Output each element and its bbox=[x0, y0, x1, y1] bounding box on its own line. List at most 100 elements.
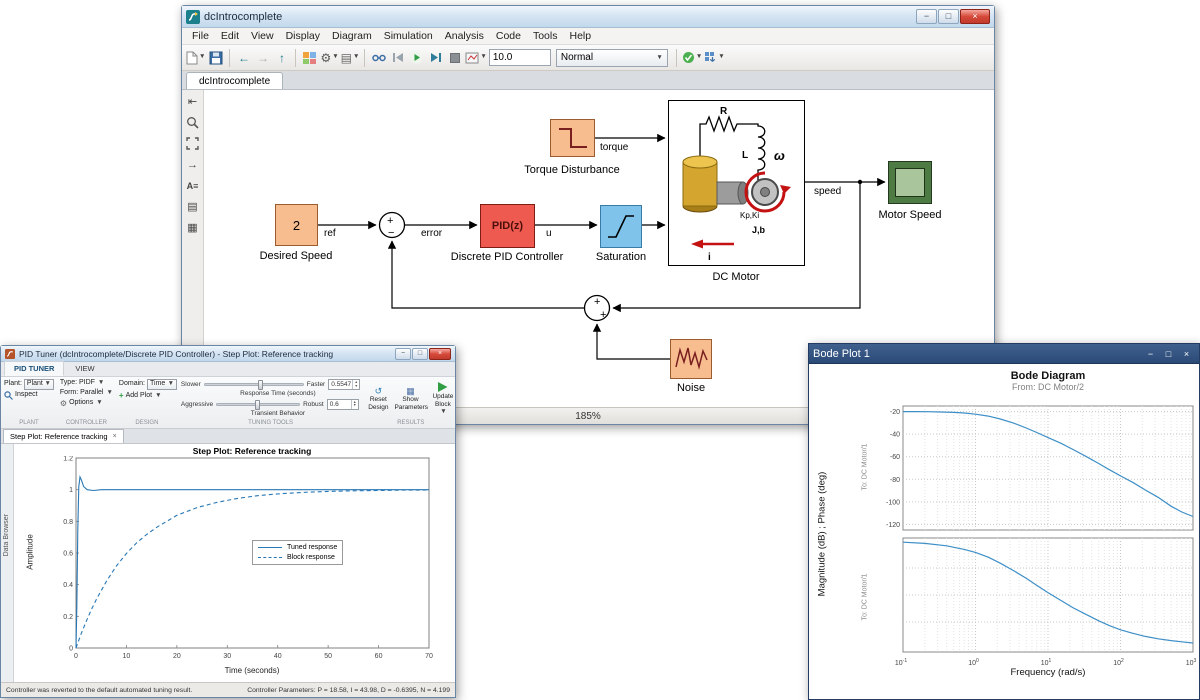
minimize-button[interactable]: − bbox=[1147, 348, 1154, 359]
menu-edit[interactable]: Edit bbox=[220, 30, 240, 42]
library-browser-icon[interactable] bbox=[301, 48, 318, 68]
wire-feedback[interactable] bbox=[387, 240, 584, 309]
pid-controller-block[interactable]: PID(z) bbox=[480, 204, 535, 248]
subsystem-icon[interactable]: ▦ bbox=[187, 222, 198, 234]
saturation-block[interactable] bbox=[600, 205, 642, 248]
tab-pid-tuner[interactable]: PID TUNER bbox=[4, 361, 65, 376]
tab-view[interactable]: VIEW bbox=[75, 364, 95, 373]
model-canvas[interactable]: + − + + 2 PID(z) R L bbox=[204, 90, 994, 407]
caret-icon: ▼ bbox=[97, 379, 105, 387]
menu-analysis[interactable]: Analysis bbox=[444, 30, 484, 42]
simulink-titlebar[interactable]: dcIntrocomplete − □ × bbox=[182, 6, 994, 28]
menu-diagram[interactable]: Diagram bbox=[332, 30, 372, 42]
menu-file[interactable]: File bbox=[192, 30, 209, 42]
sim-mode-select[interactable]: Normal▼ bbox=[555, 48, 668, 67]
simulink-toolbar: ▼ ← → ↑ ⚙▼ ▤▼ ▼ Normal▼ ▼ ▼ bbox=[182, 45, 994, 71]
pid-tuner-titlebar[interactable]: PID Tuner (dcIntrocomplete/Discrete PID … bbox=[1, 346, 455, 362]
options-button[interactable]: ⚙Options▼ bbox=[59, 398, 103, 408]
slider-thumb[interactable] bbox=[257, 380, 263, 390]
build-icon[interactable]: ▼ bbox=[704, 48, 725, 68]
add-plot-button[interactable]: +Add Plot▼ bbox=[118, 391, 162, 400]
close-button[interactable]: × bbox=[960, 9, 990, 24]
reset-design-button[interactable]: ↺Reset Design bbox=[368, 385, 389, 411]
svg-text:101: 101 bbox=[1041, 658, 1052, 666]
model-explorer-icon[interactable]: ▤▼ bbox=[340, 50, 360, 65]
desired-speed-block[interactable]: 2 bbox=[275, 204, 318, 246]
fit-view-icon[interactable] bbox=[184, 135, 202, 152]
noise-block[interactable] bbox=[670, 339, 712, 379]
menu-tools[interactable]: Tools bbox=[532, 30, 558, 42]
menu-simulation[interactable]: Simulation bbox=[383, 30, 433, 42]
sim-display-icon[interactable]: ▼ bbox=[465, 48, 487, 68]
run-icon[interactable] bbox=[408, 48, 425, 68]
wire-noise[interactable] bbox=[592, 323, 670, 360]
motor-label-omega: ω bbox=[774, 148, 785, 163]
slider-thumb[interactable] bbox=[254, 399, 260, 410]
sum-block-2[interactable] bbox=[583, 294, 611, 322]
direction-icon[interactable]: → bbox=[187, 158, 198, 171]
bode-titlebar[interactable]: Bode Plot 1 − □ × bbox=[809, 344, 1199, 364]
step-forward-icon[interactable] bbox=[427, 48, 444, 68]
step-back-icon[interactable] bbox=[389, 48, 406, 68]
minimize-button[interactable]: − bbox=[395, 347, 411, 360]
ribbon: Plant: Plant▼ Inspect PLANT Type: PIDF▼ … bbox=[1, 377, 455, 429]
response-time-slider[interactable] bbox=[203, 380, 304, 390]
close-button[interactable]: × bbox=[429, 347, 451, 360]
step-plot-legend[interactable]: Tuned response Block response bbox=[252, 540, 344, 565]
back-icon[interactable]: ← bbox=[237, 50, 250, 65]
noise-caption: Noise bbox=[676, 382, 706, 394]
wire-feedback-branch[interactable] bbox=[612, 182, 861, 313]
saturation-caption: Saturation bbox=[595, 251, 647, 263]
section-label-results: RESULTS bbox=[397, 420, 425, 426]
results-section: ↺Reset Design ▦Show Parameters Update Bl… bbox=[363, 377, 458, 428]
transient-behavior-input[interactable]: 0.6▲▼ bbox=[326, 398, 359, 410]
annotation-icon[interactable]: A≡ bbox=[186, 180, 199, 191]
step-plot-tab[interactable]: Step Plot: Reference tracking× bbox=[3, 429, 124, 443]
layers-icon[interactable]: ▤ bbox=[187, 201, 198, 213]
stop-icon[interactable] bbox=[446, 48, 463, 68]
domain-select[interactable]: Time▼ bbox=[147, 379, 177, 390]
zoom-icon[interactable] bbox=[184, 114, 202, 131]
close-button[interactable]: × bbox=[1183, 348, 1190, 359]
bode-window-title: Bode Plot 1 bbox=[813, 347, 870, 360]
motor-speed-scope-block[interactable] bbox=[888, 161, 932, 204]
update-diagram-icon[interactable]: ▼ bbox=[682, 48, 702, 68]
sim-stop-time-input[interactable] bbox=[488, 49, 551, 66]
maximize-button[interactable]: □ bbox=[412, 347, 428, 360]
form-select[interactable]: Form: Parallel▼ bbox=[59, 388, 113, 397]
simulink-app-icon bbox=[186, 9, 200, 24]
menu-help[interactable]: Help bbox=[569, 30, 592, 42]
close-tab-icon[interactable]: × bbox=[112, 433, 117, 440]
torque-disturbance-block[interactable] bbox=[550, 119, 595, 157]
spinner-icon[interactable]: ▲▼ bbox=[352, 380, 359, 389]
undock-icon[interactable]: ⇤ bbox=[187, 96, 198, 108]
model-tab[interactable]: dcIntrocomplete bbox=[186, 72, 284, 89]
model-settings-icon[interactable]: ⚙▼ bbox=[320, 50, 339, 65]
maximize-button[interactable]: □ bbox=[938, 9, 959, 24]
plant-select[interactable]: Plant▼ bbox=[23, 379, 54, 390]
new-model-icon[interactable]: ▼ bbox=[186, 48, 205, 68]
table-icon: ▦ bbox=[406, 385, 415, 396]
update-block-button[interactable]: Update Block▼ bbox=[430, 379, 455, 418]
connect-icon[interactable] bbox=[370, 48, 387, 68]
show-parameters-button[interactable]: ▦Show Parameters bbox=[394, 385, 429, 411]
forward-icon[interactable]: → bbox=[256, 50, 269, 65]
minimize-button[interactable]: − bbox=[916, 9, 937, 24]
caret-icon: ▼ bbox=[695, 53, 703, 61]
sum-block-1[interactable] bbox=[378, 211, 406, 239]
menu-display[interactable]: Display bbox=[285, 30, 321, 42]
dc-motor-block[interactable]: R L ω Kp,Ki J,b i bbox=[668, 100, 805, 266]
type-select[interactable]: Type: PIDF▼ bbox=[59, 379, 105, 387]
document-tabbar: Step Plot: Reference tracking× bbox=[1, 429, 455, 444]
data-browser-panel[interactable]: Data Browser bbox=[1, 444, 14, 682]
inspect-button[interactable]: Inspect bbox=[4, 391, 54, 400]
up-icon[interactable]: ↑ bbox=[278, 50, 285, 65]
maximize-button[interactable]: □ bbox=[1165, 348, 1172, 359]
transient-behavior-slider[interactable] bbox=[216, 399, 301, 410]
spinner-icon[interactable]: ▲▼ bbox=[350, 399, 358, 409]
save-icon[interactable] bbox=[207, 48, 224, 68]
menu-view[interactable]: View bbox=[251, 30, 274, 42]
bode-title: Bode Diagram bbox=[1010, 370, 1086, 382]
response-time-input[interactable]: 0.5547▲▼ bbox=[328, 379, 361, 390]
menu-code[interactable]: Code bbox=[495, 30, 521, 42]
